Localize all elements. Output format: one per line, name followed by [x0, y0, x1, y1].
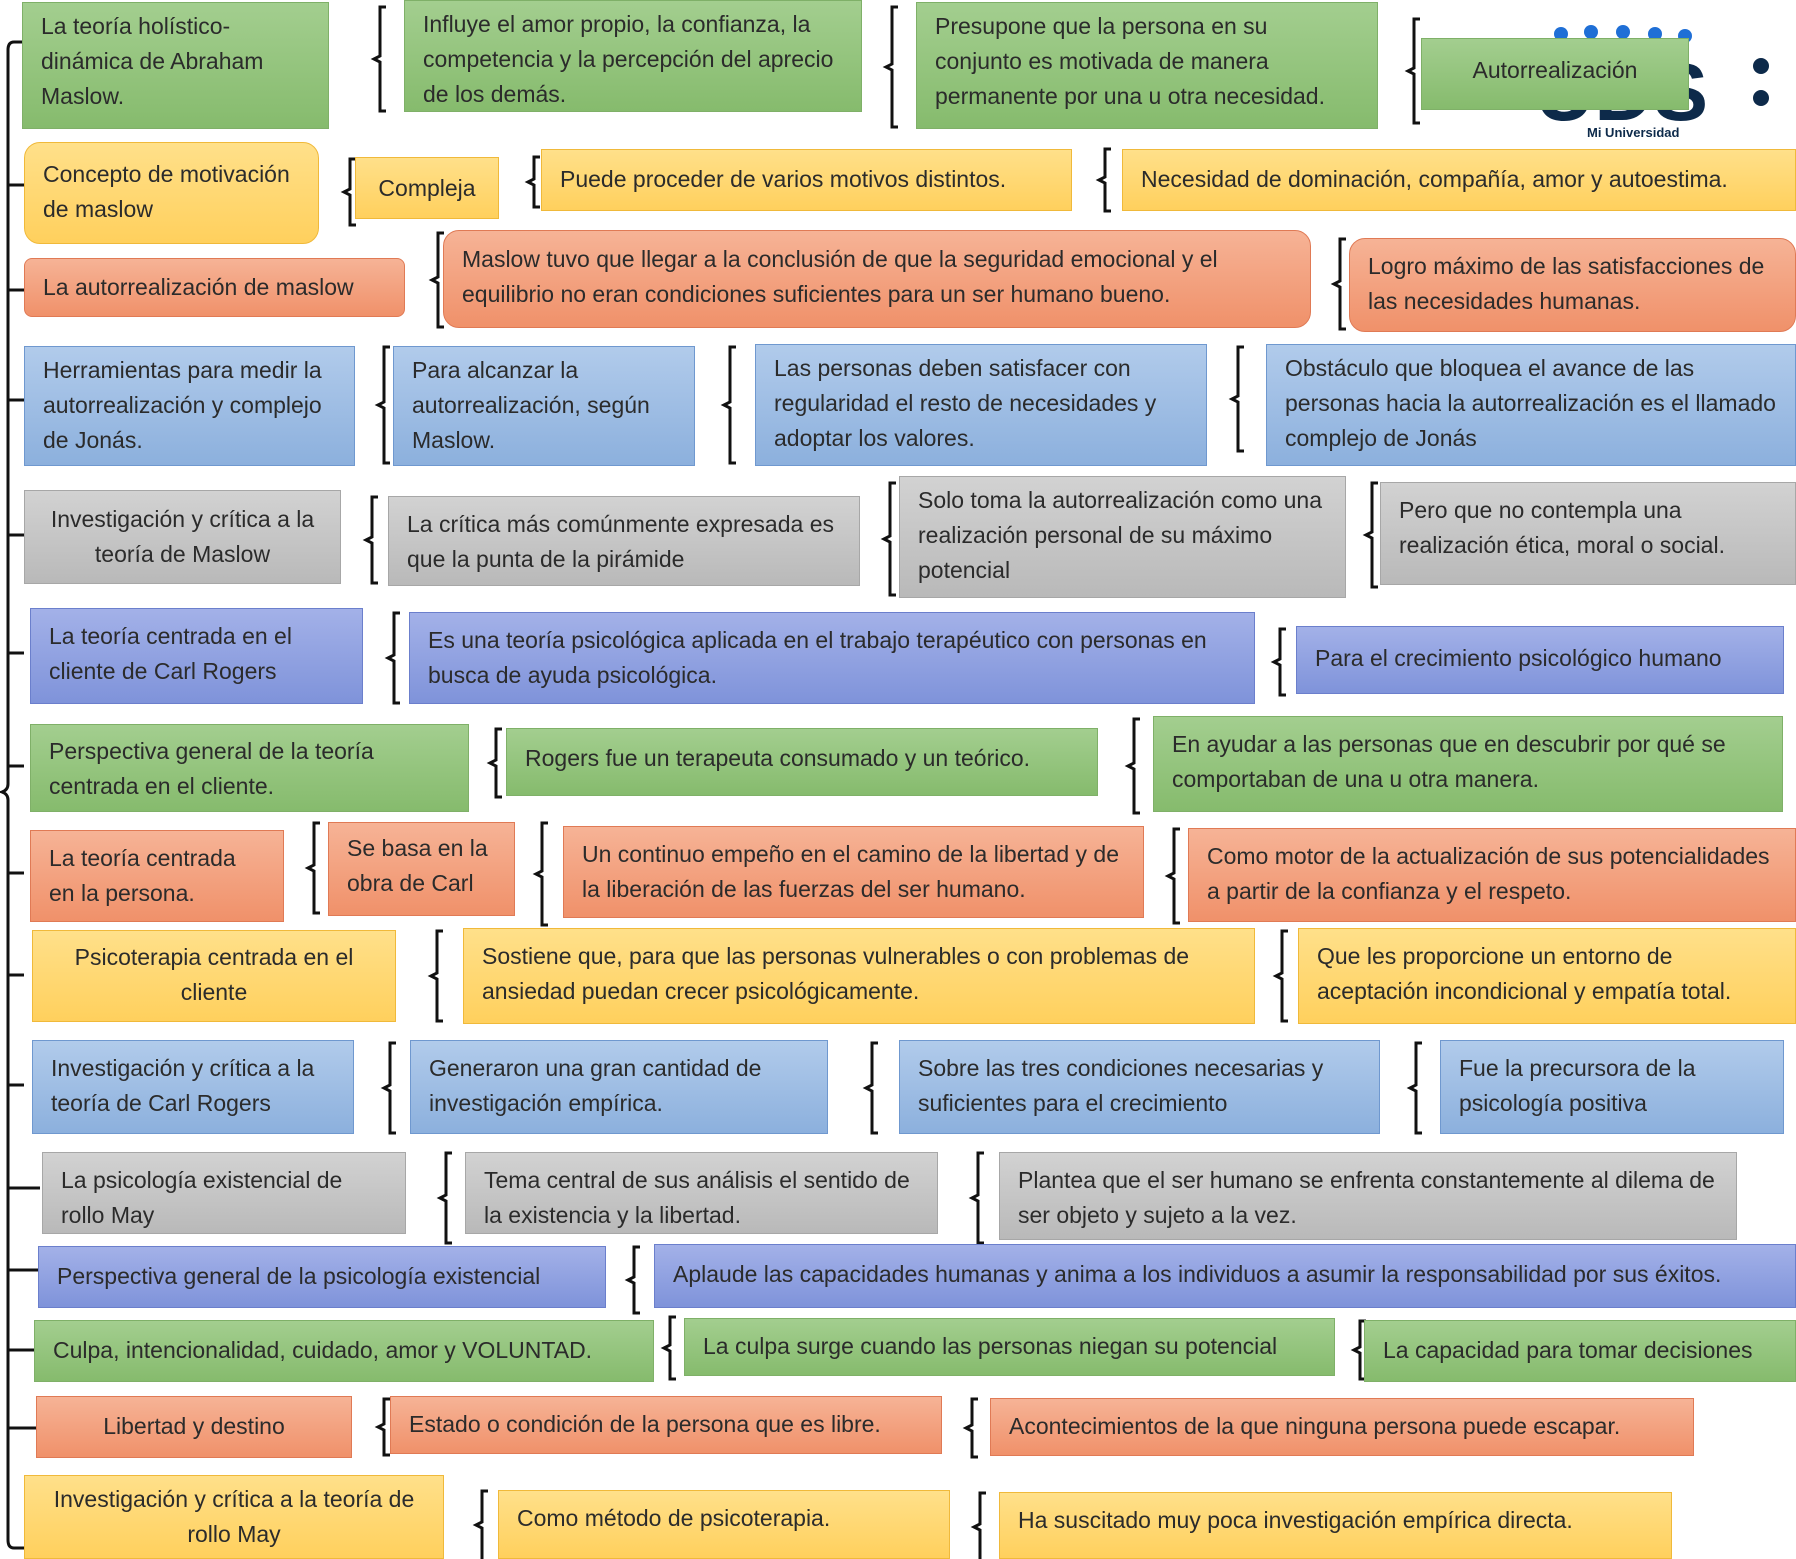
brace: [304, 821, 320, 915]
node-jonah-complex-obstacle: Obstáculo que bloquea el avance de las p…: [1266, 344, 1796, 466]
node-maslow-self-actualization: La autorrealización de maslow: [24, 258, 405, 317]
node-psychotherapy-method: Como método de psicoterapia.: [498, 1490, 950, 1559]
brace: [1406, 1041, 1422, 1135]
node-complex: Compleja: [355, 157, 499, 219]
node-rogers-client-centered: La teoría centrada en el cliente de Carl…: [30, 608, 363, 704]
node-continuous-effort: Un continuo empeño en el camino de la li…: [563, 826, 1144, 918]
node-unconditional-acceptance: Que les proporcione un entorno de acepta…: [1298, 928, 1796, 1024]
node-object-subject-dilemma: Plantea que el ser humano se enfrenta co…: [999, 1152, 1737, 1240]
node-guilt-will: Culpa, intencionalidad, cuidado, amor y …: [34, 1320, 654, 1382]
brace: [970, 1491, 986, 1559]
node-three-conditions: Sobre las tres condiciones necesarias y …: [899, 1040, 1380, 1134]
node-guilt-arises: La culpa surge cuando las personas niega…: [684, 1318, 1335, 1376]
node-based-on-carl: Se basa en la obra de Carl: [328, 822, 515, 916]
node-sustains: Sostiene que, para que las personas vuln…: [463, 928, 1255, 1024]
brace: [968, 1151, 984, 1245]
brace: [340, 157, 356, 227]
brace: [1404, 17, 1420, 125]
logo-subtext: Mi Universidad: [1587, 125, 1680, 138]
brace: [624, 1245, 640, 1315]
main-trunk-brace: [0, 40, 40, 1550]
brace: [882, 5, 898, 129]
node-maslow-critique: Investigación y crítica a la teoría de M…: [24, 490, 341, 584]
node-client-centered-psychotherapy: Psicoterapia centrada en el cliente: [32, 930, 396, 1022]
node-self-actualization: Autorrealización: [1421, 38, 1689, 110]
brace: [374, 345, 390, 465]
node-psychological-theory: Es una teoría psicológica aplicada en el…: [409, 612, 1255, 704]
node-applauds-capacities: Aplaude las capacidades humanas y anima …: [654, 1244, 1796, 1308]
node-various-motives: Puede proceder de varios motivos distint…: [541, 149, 1072, 211]
node-decision-capacity: La capacidad para tomar decisiones: [1364, 1320, 1796, 1382]
node-free-state: Estado o condición de la persona que es …: [390, 1396, 942, 1454]
node-existential-overview: Perspectiva general de la psicología exi…: [38, 1246, 606, 1308]
node-person-centered-theory: La teoría centrada en la persona.: [30, 830, 284, 922]
brace: [486, 727, 502, 799]
brace: [1362, 481, 1378, 589]
node-rogers-therapist: Rogers fue un terapeuta consumado y un t…: [506, 728, 1098, 796]
node-needs-list: Necesidad de dominación, compañía, amor …: [1122, 149, 1796, 211]
brace: [660, 1315, 676, 1381]
node-maslow-conclusion: Maslow tuvo que llegar a la conclusión d…: [443, 230, 1311, 328]
node-helping-people: En ayudar a las personas que en descubri…: [1153, 716, 1783, 812]
node-presupposes: Presupone que la persona en su conjunto …: [916, 2, 1378, 129]
brace: [1095, 147, 1111, 213]
brace: [1330, 237, 1346, 331]
brace: [1164, 827, 1180, 925]
node-only-personal: Solo toma la autorrealización como una r…: [899, 476, 1346, 598]
node-little-research: Ha suscitado muy poca investigación empí…: [999, 1492, 1672, 1559]
brace: [384, 611, 400, 705]
node-actualization-motor: Como motor de la actualización de sus po…: [1188, 828, 1796, 922]
node-central-theme: Tema central de sus análisis el sentido …: [465, 1152, 938, 1234]
node-may-existential: La psicología existencial de rollo May: [42, 1152, 406, 1234]
brace: [374, 1397, 390, 1457]
node-people-must-satisfy: Las personas deben satisfacer con regula…: [755, 344, 1207, 466]
brace: [428, 231, 444, 329]
brace: [880, 481, 896, 597]
brace: [532, 821, 548, 927]
brace: [380, 1041, 396, 1135]
brace: [1350, 1319, 1366, 1381]
brace: [436, 1151, 452, 1245]
brace: [1272, 929, 1288, 1023]
node-motivation-concept: Concepto de motivación de maslow: [24, 142, 319, 244]
brace: [1124, 717, 1140, 815]
node-may-critique: Investigación y crítica a la teoría de r…: [24, 1475, 444, 1559]
node-inescapable-events: Acontecimientos de la que ninguna person…: [990, 1398, 1694, 1456]
node-empirical-research: Generaron una gran cantidad de investiga…: [410, 1040, 828, 1134]
brace: [862, 1041, 878, 1135]
node-common-critique: La crítica más comúnmente expresada es q…: [388, 496, 860, 586]
brace: [1270, 627, 1286, 697]
brace: [427, 929, 443, 1023]
node-maslow-holistic-theory: La teoría holístico-dinámica de Abraham …: [22, 2, 329, 129]
brace: [962, 1397, 978, 1459]
brace: [370, 5, 386, 113]
node-freedom-destiny: Libertad y destino: [36, 1396, 352, 1458]
node-no-ethics: Pero que no contempla una realización ét…: [1380, 482, 1796, 585]
node-influences: Influye el amor propio, la confianza, la…: [404, 0, 862, 112]
node-human-growth: Para el crecimiento psicológico humano: [1296, 626, 1784, 694]
node-maximum-achievement: Logro máximo de las satisfacciones de la…: [1349, 238, 1796, 332]
node-client-centered-overview: Perspectiva general de la teoría centrad…: [30, 724, 469, 812]
brace: [524, 155, 540, 209]
brace: [1228, 345, 1244, 453]
node-measuring-tools: Herramientas para medir la autorrealizac…: [24, 346, 355, 466]
brace: [720, 345, 736, 465]
brace: [362, 495, 378, 585]
brace: [472, 1489, 488, 1559]
node-to-reach: Para alcanzar la autorrealización, según…: [393, 346, 695, 466]
node-positive-psychology: Fue la precursora de la psicología posit…: [1440, 1040, 1784, 1134]
node-rogers-critique: Investigación y crítica a la teoría de C…: [32, 1040, 354, 1134]
